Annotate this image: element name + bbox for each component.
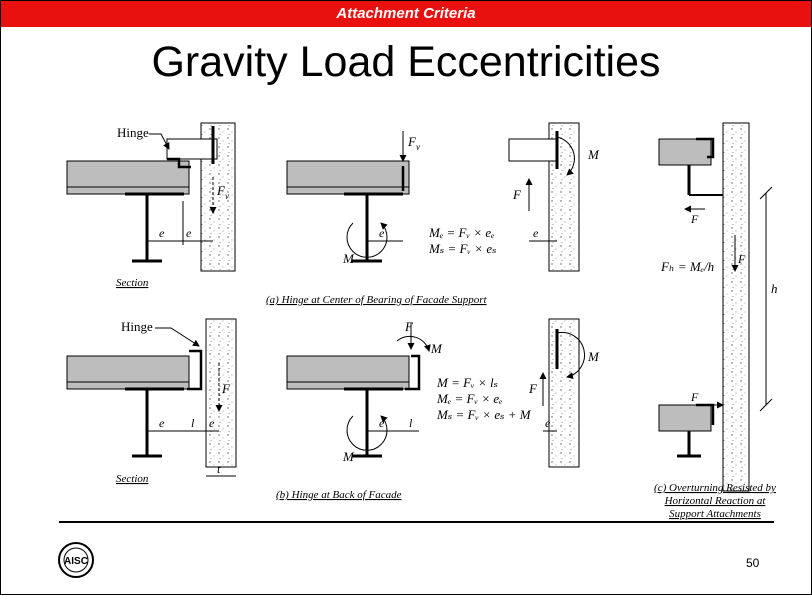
svg-text:Mₛ = Fᵥ × eₛ: Mₛ = Fᵥ × eₛ [428, 241, 496, 256]
svg-text:Horizontal Reaction at: Horizontal Reaction at [664, 495, 767, 507]
panel-a-moments: F v e M [286, 131, 420, 266]
header-category: Attachment Criteria [336, 5, 476, 22]
svg-text:e: e [379, 226, 385, 240]
caption-b: (b) Hinge at Back of Facade [276, 489, 402, 501]
svg-text:F: F [407, 134, 417, 149]
panel-b-section: F Hinge e l e t Section [66, 318, 237, 485]
caption-a: (a) Hinge at Center of Bearing of Facade… [266, 294, 488, 306]
svg-text:e: e [545, 416, 551, 430]
equation-c: Fₕ = Mₑ/h [660, 259, 714, 274]
svg-text:v: v [225, 191, 229, 201]
section-label-a: Section [116, 277, 149, 289]
svg-text:(c) Overturning Resisted by: (c) Overturning Resisted by [654, 482, 776, 494]
svg-text:e: e [159, 416, 165, 430]
svg-text:v: v [416, 142, 420, 152]
equations-a: Mₑ = Fᵥ × eₑ Mₛ = Fᵥ × eₛ [428, 225, 496, 256]
svg-text:M: M [342, 449, 355, 464]
svg-text:e: e [159, 226, 165, 240]
svg-text:F: F [216, 183, 226, 198]
svg-text:F: F [404, 319, 414, 334]
panel-a-section: F v Hinge e e Section [66, 122, 236, 289]
svg-text:l: l [191, 416, 195, 430]
svg-text:F: F [221, 381, 231, 396]
svg-text:F: F [737, 252, 746, 266]
svg-text:M: M [587, 349, 600, 364]
svg-text:M: M [342, 251, 355, 266]
svg-text:Support Attachments: Support Attachments [669, 508, 761, 520]
svg-text:F: F [512, 187, 522, 202]
svg-text:M: M [430, 341, 443, 356]
svg-text:F: F [690, 212, 699, 226]
svg-text:h: h [771, 281, 778, 296]
panel-b-facade: M F e [528, 318, 600, 468]
svg-text:t: t [217, 462, 221, 476]
hinge-label-b: Hinge [121, 319, 153, 334]
hinge-label-a: Hinge [117, 125, 149, 140]
svg-text:e: e [379, 416, 385, 430]
svg-text:Mₑ = Fᵥ × eₑ: Mₑ = Fᵥ × eₑ [428, 225, 495, 240]
slide-title: Gravity Load Eccentricities [151, 38, 661, 86]
equations-b: M = Fᵥ × lₛ Mₑ = Fᵥ × eₑ Mₛ = Fᵥ × eₛ + … [436, 375, 532, 422]
svg-text:M: M [587, 147, 600, 162]
svg-text:F: F [690, 390, 699, 404]
svg-text:AISC: AISC [64, 556, 88, 567]
svg-text:e: e [186, 226, 192, 240]
footer-rule [59, 521, 774, 523]
section-label-b: Section [116, 473, 149, 485]
svg-text:F: F [528, 381, 538, 396]
svg-text:Mₑ = Fᵥ × eₑ: Mₑ = Fᵥ × eₑ [436, 391, 503, 406]
page-number: 50 [746, 556, 760, 570]
svg-text:e: e [209, 416, 215, 430]
header-bar: Attachment Criteria [1, 1, 811, 27]
svg-text:Mₛ = Fᵥ × eₛ + M: Mₛ = Fᵥ × eₛ + M [436, 407, 532, 422]
gravity-eccentricity-diagram: F v Hinge e e Section F v e M [66, 122, 778, 520]
svg-text:M = Fᵥ × lₛ: M = Fᵥ × lₛ [436, 375, 498, 390]
panel-a-facade: M F e [508, 122, 600, 272]
aisc-seal-logo: AISC [58, 542, 94, 578]
svg-text:e: e [533, 226, 539, 240]
svg-text:l: l [409, 416, 413, 430]
panel-b-moments: F M e l M [286, 319, 443, 464]
panel-c-overturning: F F Fₕ = Mₑ/h h F (c) Overturning Resist… [654, 122, 778, 520]
